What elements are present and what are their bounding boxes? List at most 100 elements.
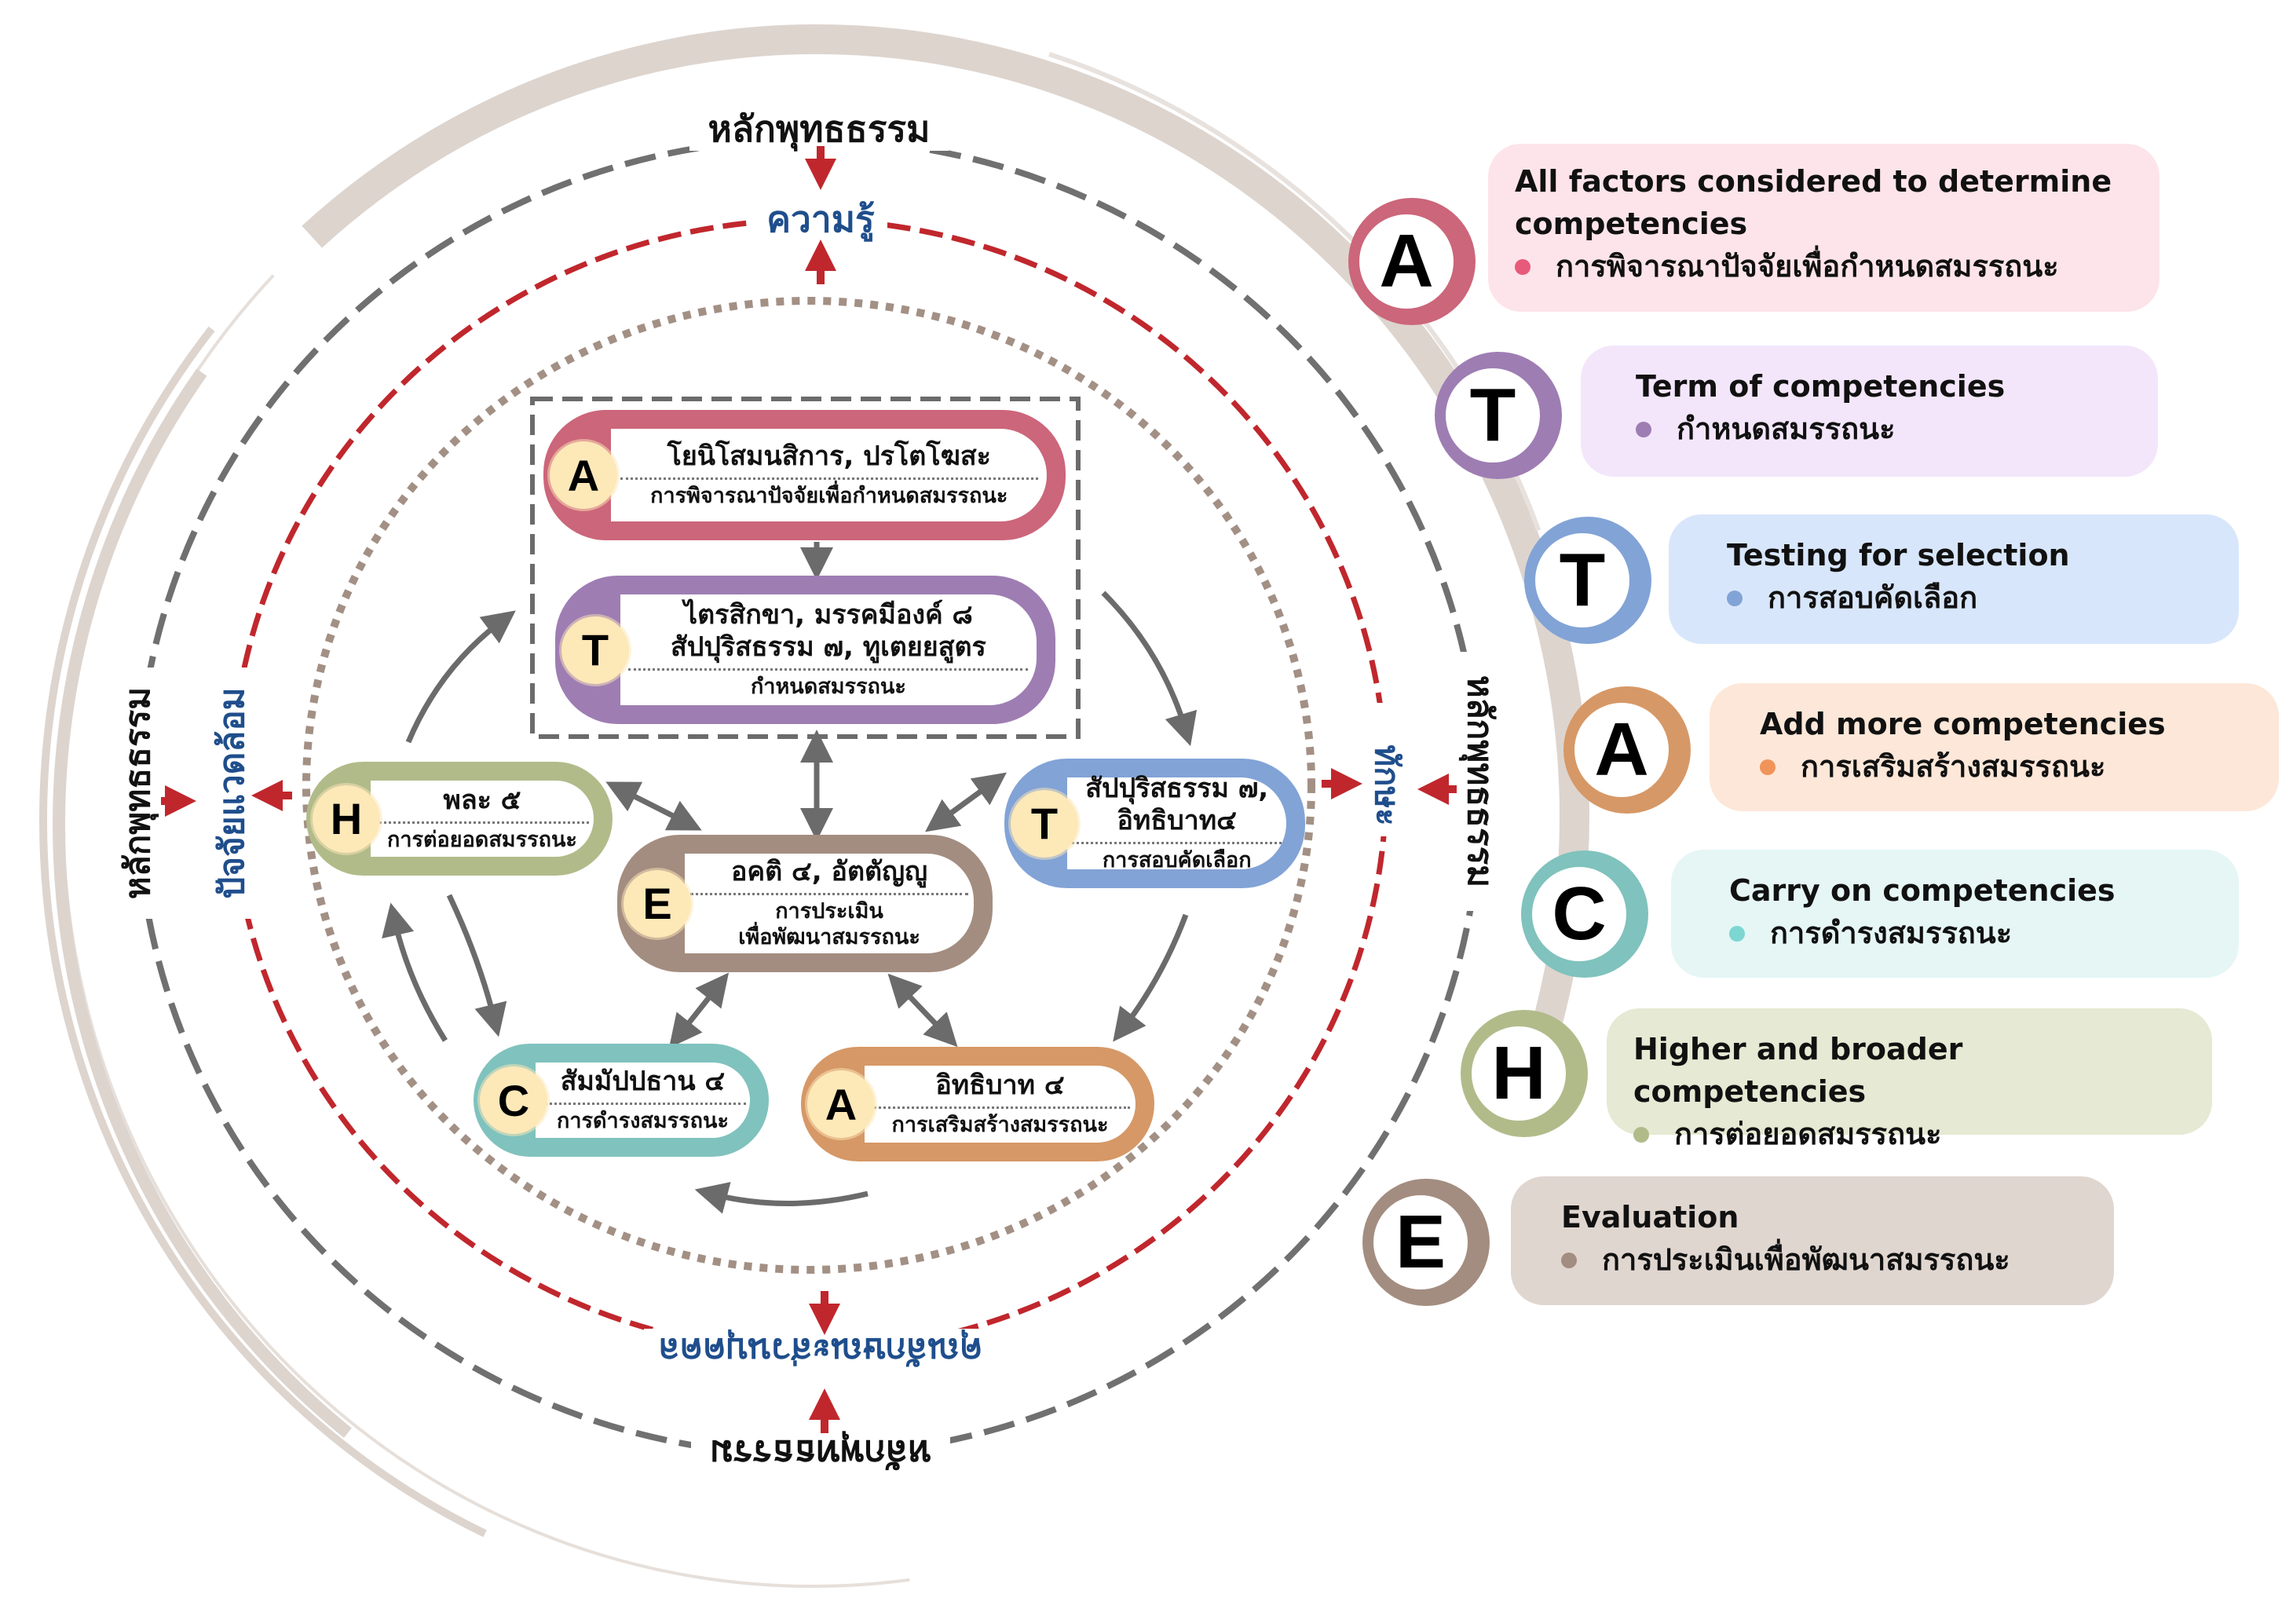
arrow-t-e bbox=[925, 772, 1007, 832]
legend-thai-label: การเสริมสร้างสมรรถนะ bbox=[1801, 748, 2106, 784]
stage-box-a-top: โยนิโสมนสิการ, ปรโตโฆสะการพิจารณาปัจจัยเ… bbox=[543, 410, 1066, 540]
legend-thai-label-row: กำหนดสมรรถนะ bbox=[1607, 408, 2134, 450]
stage-box-content: สัมมัปปธาน ๔การดำรงสมรรถนะ bbox=[535, 1063, 750, 1138]
stage-letter-badge: C bbox=[480, 1066, 547, 1134]
dotted-divider bbox=[375, 821, 590, 824]
ring-label-left-outer: หลักพุทธธรรม bbox=[118, 687, 159, 900]
stage-title: อิทธิบาท ๔ bbox=[935, 1070, 1065, 1102]
stage-subtitle: การดำรงสมรรถนะ bbox=[556, 1109, 729, 1134]
legend-thai-label-row: การต่อยอดสมรรถนะ bbox=[1633, 1114, 2189, 1155]
legend-english-label: Testing for selection bbox=[1727, 538, 2070, 572]
legend-letter: A bbox=[1359, 214, 1454, 309]
ring-label-environment: ปัจจัยแวดล้อม bbox=[212, 687, 252, 898]
legend-item: Testing for selection การสอบคัดเลือก bbox=[1669, 514, 2239, 644]
legend-item: All factors considered to determine comp… bbox=[1488, 144, 2160, 312]
legend-english-label: Evaluation bbox=[1561, 1200, 1739, 1234]
top-group-box bbox=[530, 397, 1081, 739]
stage-subtitle: การพิจารณาปัจจัยเพื่อกำหนดสมรรถนะ bbox=[650, 484, 1008, 509]
stage-title: สัมมัปปธาน ๔ bbox=[560, 1066, 726, 1098]
legend-letter: C bbox=[1532, 867, 1626, 961]
legend-letter: H bbox=[1472, 1026, 1566, 1121]
arrow-group-to-t bbox=[1101, 591, 1198, 747]
legend-thai-label: การดำรงสมรรถนะ bbox=[1770, 915, 2013, 950]
stage-title: อคติ ๔, อัตตัญญู bbox=[730, 855, 928, 887]
legend-letter-badge: H bbox=[1461, 1010, 1588, 1137]
legend-english-label: All factors considered to determine comp… bbox=[1515, 164, 2112, 241]
legend-item: Add more competencies การเสริมสร้างสมรรถน… bbox=[1710, 683, 2279, 811]
dotted-divider bbox=[869, 1106, 1131, 1110]
arrow-e-c bbox=[668, 972, 730, 1048]
dotted-divider bbox=[539, 1103, 746, 1106]
ring-label-bottom: หลักพุทธธรรม bbox=[710, 1431, 932, 1475]
stage-box-content: พละ ๕การต่อยอดสมรรถนะ bbox=[370, 781, 594, 857]
stage-box-content: ไตรสิกขา, มรรคมีองค์ ๘ สัปปุริสธรรม ๗, ท… bbox=[620, 594, 1037, 705]
dotted-divider bbox=[620, 477, 1038, 481]
stage-subtitle: การต่อยอดสมรรถนะ bbox=[386, 827, 577, 852]
legend-letter-badge: A bbox=[1348, 198, 1476, 325]
bullet-dot-icon bbox=[1515, 258, 1530, 275]
legend-thai-label: การประเมินเพื่อพัฒนาสมรรถนะ bbox=[1602, 1242, 2010, 1277]
legend-thai-label-row: การพิจารณาปัจจัยเพื่อกำหนดสมรรถนะ bbox=[1515, 246, 2136, 287]
stage-letter-badge: H bbox=[313, 785, 380, 853]
arrow-h-e bbox=[605, 781, 702, 831]
legend-letter-badge: T bbox=[1435, 352, 1562, 479]
ring-label-right-outer: หลักพุทธธรรม bbox=[1458, 675, 1500, 888]
stage-letter-badge: T bbox=[1011, 789, 1078, 858]
stage-box-content: อิทธิบาท ๔การเสริมสร้างสมรรถนะ bbox=[865, 1066, 1136, 1143]
bullet-dot-icon bbox=[1729, 925, 1745, 942]
arrow-c-to-h bbox=[382, 902, 448, 1042]
ring-label-knowledge: ความรู้ bbox=[766, 198, 875, 242]
bullet-dot-icon bbox=[1561, 1252, 1577, 1268]
stage-letter-badge: A bbox=[807, 1070, 875, 1138]
legend-item: Evaluation การประเมินเพื่อพัฒนาสมรรถนะ bbox=[1511, 1176, 2114, 1305]
legend-letter-badge: C bbox=[1521, 850, 1648, 978]
stage-title: พละ ๕ bbox=[443, 784, 521, 816]
arrow-e-a bbox=[887, 973, 958, 1048]
ring-label-attributes: คุณลักษณะส่วนบุคคล bbox=[659, 1329, 983, 1370]
legend-thai-label: การสอบคัดเลือก bbox=[1768, 580, 1978, 615]
stage-box-content: โยนิโสมนสิการ, ปรโตโฆสะการพิจารณาปัจจัยเ… bbox=[611, 429, 1047, 521]
arrow-a-to-c bbox=[694, 1182, 869, 1214]
stage-letter-badge: E bbox=[624, 869, 691, 938]
legend-letter-badge: T bbox=[1524, 517, 1651, 644]
arrow-h-to-c bbox=[446, 894, 507, 1037]
bullet-dot-icon bbox=[1636, 421, 1651, 437]
legend-item: Carry on competencies การดำรงสมรรถนะ bbox=[1671, 850, 2239, 978]
legend-letter: A bbox=[1574, 703, 1669, 797]
arrow-t-to-a bbox=[1113, 913, 1189, 1042]
legend-thai-label-row: การดำรงสมรรถนะ bbox=[1698, 913, 2215, 954]
legend-english-label: Term of competencies bbox=[1636, 369, 2006, 404]
legend-letter-badge: E bbox=[1362, 1179, 1490, 1306]
stage-subtitle: กำหนดสมรรถนะ bbox=[750, 674, 906, 699]
legend-english-label: Carry on competencies bbox=[1729, 873, 2116, 908]
stage-box-e-center: อคติ ๔, อัตตัญญูการประเมิน เพื่อพัฒนาสมร… bbox=[617, 835, 993, 972]
dotted-divider bbox=[690, 892, 968, 895]
dotted-divider bbox=[628, 668, 1029, 671]
stage-title: โยนิโสมนสิการ, ปรโตโฆสะ bbox=[667, 441, 991, 473]
legend-thai-label-row: การประเมินเพื่อพัฒนาสมรรถนะ bbox=[1538, 1239, 2090, 1281]
stage-title: ไตรสิกขา, มรรคมีองค์ ๘ สัปปุริสธรรม ๗, ท… bbox=[670, 599, 986, 664]
bullet-dot-icon bbox=[1633, 1126, 1649, 1143]
brush-rim bbox=[29, 13, 1596, 1614]
legend-english-label: Add more competencies bbox=[1760, 707, 2166, 741]
ring-label-skills: ทักษะ bbox=[1368, 744, 1406, 825]
bullet-dot-icon bbox=[1727, 590, 1743, 606]
dotted-ring bbox=[302, 297, 1315, 1274]
legend-letter-badge: A bbox=[1563, 686, 1691, 814]
stage-title: สัปปุริสธรรม ๗, อิทธิบาท๔ bbox=[1085, 773, 1269, 837]
legend-thai-label: การต่อยอดสมรรถนะ bbox=[1674, 1116, 1942, 1151]
stage-subtitle: การสอบคัดเลือก bbox=[1102, 847, 1252, 872]
stage-box-t-top: ไตรสิกขา, มรรคมีองค์ ๘ สัปปุริสธรรม ๗, ท… bbox=[555, 576, 1055, 724]
stage-box-t-right: สัปปุริสธรรม ๗, อิทธิบาท๔การสอบคัดเลือก T bbox=[1004, 759, 1305, 888]
dotted-divider bbox=[1072, 841, 1282, 844]
bullet-dot-icon bbox=[1760, 759, 1776, 775]
legend-thai-label-row: การสอบคัดเลือก bbox=[1695, 577, 2215, 619]
legend-thai-label: การพิจารณาปัจจัยเพื่อกำหนดสมรรถนะ bbox=[1556, 248, 2059, 283]
legend-letter: T bbox=[1535, 533, 1629, 627]
stage-subtitle: การประเมิน เพื่อพัฒนาสมรรถนะ bbox=[738, 898, 920, 950]
